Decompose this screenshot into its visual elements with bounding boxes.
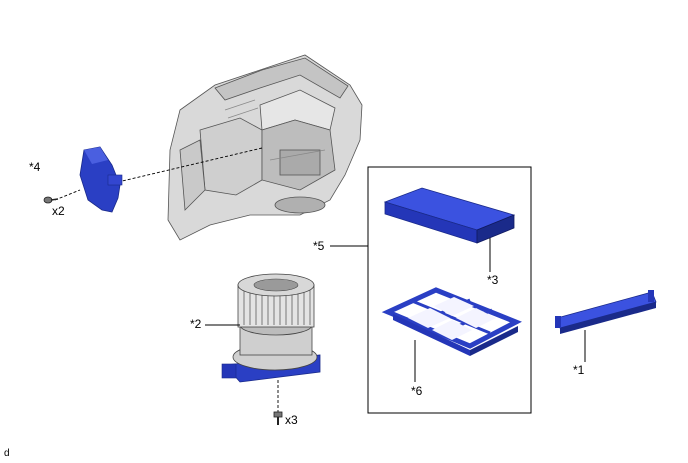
air-filter-part xyxy=(383,187,516,244)
label-part-3: *3 xyxy=(487,273,499,287)
blower-motor-icon xyxy=(221,273,321,383)
blower-cover-part xyxy=(79,146,123,213)
screw-quantity-top: x2 xyxy=(52,204,65,218)
screw-icon xyxy=(273,411,283,425)
filter-group-box xyxy=(367,166,532,414)
label-part-1: *1 xyxy=(573,363,585,377)
screw-quantity-bottom: x3 xyxy=(285,413,298,427)
label-part-5: *5 xyxy=(313,239,325,253)
label-part-4: *4 xyxy=(29,160,41,174)
hvac-housing-icon xyxy=(167,54,363,241)
filter-rail-part xyxy=(555,290,657,334)
filter-frame-part xyxy=(381,287,522,356)
screw-icon xyxy=(43,196,59,204)
footer-code: d xyxy=(4,448,10,459)
label-part-6: *6 xyxy=(411,384,423,398)
label-part-2: *2 xyxy=(190,317,202,331)
